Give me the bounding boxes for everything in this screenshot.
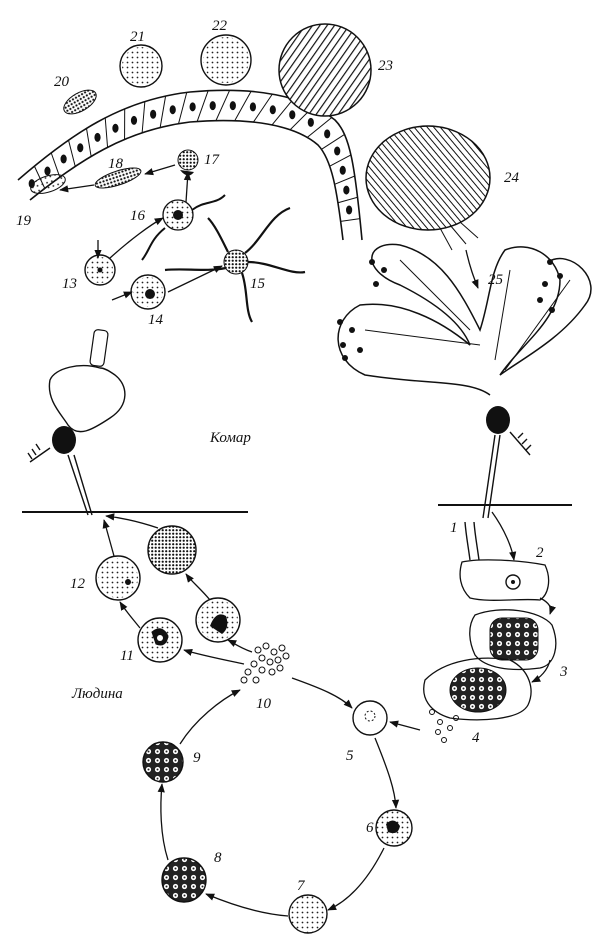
label-16: 16 — [130, 208, 146, 224]
gut-cell-wall — [334, 175, 355, 185]
label-5: 5 — [346, 748, 354, 764]
stage-12-gametocyte — [95, 555, 141, 601]
stage-8-blood-schizont — [161, 857, 207, 903]
stage-11-gametocyte — [137, 617, 183, 663]
gut-cell-wall — [141, 101, 146, 133]
gut-cell-wall — [340, 218, 360, 222]
label-19: 19 — [16, 213, 32, 229]
stage-14-microgametocyte — [130, 274, 166, 310]
gut-cell-wall — [321, 134, 345, 150]
gut-cell-wall — [178, 92, 188, 124]
stage-21-oocyst — [119, 44, 163, 88]
gut-cell-wall — [271, 98, 294, 126]
gut-cell-wall — [234, 91, 252, 121]
gut-cell-nucleus — [346, 205, 353, 215]
label-6: 6 — [366, 820, 374, 836]
label-24: 24 — [504, 170, 520, 186]
label-1: 1 — [450, 520, 458, 536]
label-14: 14 — [148, 312, 164, 328]
label-10: 10 — [256, 696, 272, 712]
gut-cell-wall — [86, 128, 92, 157]
stage-13-macrogamete — [84, 254, 116, 286]
stage-2-liver-cell — [459, 559, 550, 601]
gut-cell-nucleus — [209, 101, 216, 111]
gut-cell-nucleus — [150, 109, 157, 119]
label-13: 13 — [62, 276, 77, 292]
cycle-arrows — [59, 164, 557, 917]
label-18: 18 — [108, 156, 124, 172]
stage-23-mature-oocyst — [278, 23, 372, 117]
stage-6-trophozoite — [375, 809, 413, 847]
gut-cell-wall — [337, 196, 358, 204]
stage-labels: 1 2 3 4 5 6 7 8 9 10 11 12 13 14 15 16 1… — [16, 18, 568, 894]
gut-cell-nucleus — [169, 105, 176, 115]
label-7: 7 — [297, 878, 306, 894]
label-15: 15 — [250, 276, 266, 292]
label-8: 8 — [214, 850, 222, 866]
stage-17-zygote — [177, 149, 199, 176]
gut-cell-nucleus — [307, 117, 314, 127]
gut-cell-nucleus — [339, 165, 346, 175]
gut-cell-nucleus — [324, 129, 331, 139]
gut-cell-wall — [50, 152, 61, 178]
stage-22-oocyst — [200, 34, 252, 86]
gut-cell-wall — [215, 90, 231, 121]
stage-1-sporozoite — [464, 521, 480, 561]
gut-epithelium — [17, 89, 363, 241]
label-21: 21 — [130, 29, 145, 45]
gut-cell-wall — [104, 117, 109, 148]
gametocyte-male — [147, 525, 197, 575]
stage-4-merozoite-release — [423, 657, 532, 743]
stage-18-ookinete — [94, 167, 142, 189]
stage-25-salivary-gland — [337, 243, 592, 396]
label-22: 22 — [212, 18, 228, 34]
gut-cell-wall — [306, 117, 333, 138]
stage-24-bursting-oocyst — [365, 125, 491, 251]
label-20: 20 — [54, 74, 70, 90]
gut-cell-nucleus — [334, 146, 341, 156]
label-11: 11 — [120, 648, 134, 664]
mosquito-proboscis-right — [482, 406, 532, 519]
host-label-human: Людина — [71, 686, 123, 702]
stage-20-ookinete — [63, 89, 97, 115]
gut-cell-wall — [159, 95, 167, 128]
label-23: 23 — [378, 58, 393, 74]
stage-16-fertilization — [141, 194, 226, 261]
host-label-mosquito: Комар — [209, 430, 251, 446]
gut-cell-nucleus — [229, 101, 236, 111]
label-17: 17 — [204, 152, 221, 168]
gut-cell-nucleus — [189, 102, 196, 112]
stage-7-trophozoite-late — [288, 894, 328, 934]
stage-10-merozoites — [240, 642, 290, 684]
gut-cell-nucleus — [289, 110, 296, 120]
gut-cell-nucleus — [249, 102, 257, 112]
stage-9-mature-schizont — [142, 741, 184, 783]
mosquito-proboscis-left — [27, 329, 126, 516]
gut-cell-wall — [253, 93, 273, 123]
gut-cell-nucleus — [112, 123, 119, 133]
stage-19-ookinete-penetrating — [30, 174, 66, 194]
label-2: 2 — [536, 545, 544, 561]
gut-cell-wall — [329, 154, 352, 167]
label-3: 3 — [559, 664, 568, 680]
label-25: 25 — [488, 272, 504, 288]
gut-cell-nucleus — [269, 105, 276, 115]
gut-cell-nucleus — [60, 154, 67, 164]
gut-cell-nucleus — [130, 115, 138, 125]
gut-cell-wall — [68, 139, 76, 167]
label-9: 9 — [193, 750, 201, 766]
gut-cell-nucleus — [343, 185, 350, 195]
label-12: 12 — [70, 576, 86, 592]
stage-5-erythrocyte-ring — [352, 700, 388, 736]
gut-cell-nucleus — [77, 143, 84, 153]
gut-cell-nucleus — [94, 132, 101, 142]
gut-cell-nucleus — [44, 166, 51, 176]
gametocyte-developing — [195, 597, 241, 643]
label-4: 4 — [472, 730, 480, 746]
gut-cell-wall — [196, 90, 209, 122]
stage-3-liver-schizont — [469, 609, 557, 671]
